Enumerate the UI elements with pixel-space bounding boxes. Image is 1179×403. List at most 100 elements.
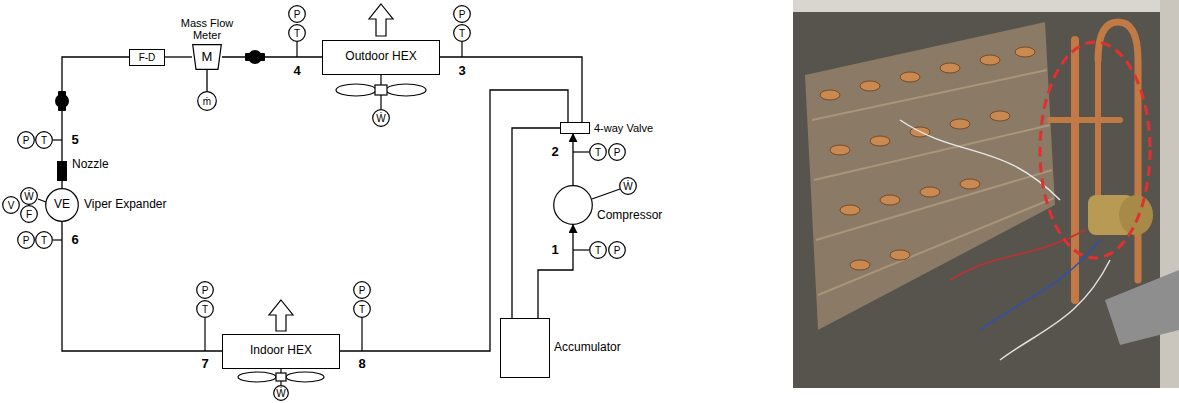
node-outline-shape xyxy=(289,25,306,42)
node-text: P xyxy=(23,235,30,246)
refrigerant-line xyxy=(62,222,222,351)
pvc-pipe xyxy=(1105,270,1179,345)
node-text: Ẇ xyxy=(24,191,33,202)
fan-shaft xyxy=(280,381,281,385)
node-outline-shape xyxy=(373,110,390,127)
node-text: T xyxy=(459,28,465,39)
copper-pipe xyxy=(1098,22,1138,280)
expander-symbol: VEViper Expander xyxy=(45,188,79,222)
tube-end xyxy=(900,72,920,82)
refrigerant-line xyxy=(222,56,322,57)
node-text: Ẇ xyxy=(376,113,385,124)
node-text: P xyxy=(23,135,30,146)
wire xyxy=(950,230,1085,280)
fan-hub xyxy=(375,85,387,95)
sensor-gauge: T xyxy=(35,231,53,249)
four-way-valve: 4-way Valve xyxy=(560,122,590,134)
node-text: T xyxy=(41,135,47,146)
coil-fins xyxy=(812,70,1054,295)
node-text: T xyxy=(595,245,601,256)
refrigerant-line xyxy=(538,225,573,318)
leader-line xyxy=(592,189,620,199)
sensor-gauge: ṁ xyxy=(197,91,217,111)
state-point-number: 3 xyxy=(458,64,465,78)
node-outline xyxy=(553,185,593,225)
tube-end xyxy=(980,55,1000,65)
tube-end xyxy=(820,90,840,100)
tube-end xyxy=(870,136,890,146)
airflow-arrow xyxy=(269,300,293,331)
node-text: Outdoor HEX xyxy=(345,50,416,63)
sensor-gauge: Ẇ xyxy=(372,109,390,127)
sight-glass xyxy=(55,94,69,108)
node-text: T xyxy=(202,304,208,315)
sensor-gauge: Ẇ xyxy=(20,187,38,205)
node-outline-shape xyxy=(274,386,289,401)
node-outline-shape xyxy=(36,132,53,149)
sight-glass xyxy=(248,50,262,64)
node-outline-shape xyxy=(620,178,637,195)
sensor-gauge: Ẇ xyxy=(619,177,637,195)
accumulator-tank: Accumulator xyxy=(500,318,550,378)
node-text: F-D xyxy=(139,52,156,63)
refrigerant-line xyxy=(340,90,568,351)
node-outline-shape xyxy=(354,282,371,299)
fan-hub xyxy=(276,373,286,381)
node-outline-shape xyxy=(18,132,35,149)
tube-end xyxy=(1015,47,1035,57)
refrigerant-line xyxy=(440,57,582,122)
fan-shaft xyxy=(280,368,281,373)
node-outline-shape xyxy=(590,144,607,161)
brass-valve xyxy=(1119,195,1153,235)
sensor-leaders xyxy=(38,42,620,385)
sensor-gauge: T xyxy=(589,143,607,161)
component-label: Nozzle xyxy=(72,158,109,171)
leader-line xyxy=(53,239,62,240)
fan-shaft xyxy=(380,95,381,109)
outdoor-fan xyxy=(336,84,426,96)
node-outline-shape xyxy=(21,188,38,205)
mass-flow-meter: Mass Flow MeterM xyxy=(192,44,222,70)
state-point-number: 4 xyxy=(293,64,300,78)
node-text: P xyxy=(202,285,209,296)
node-text: P xyxy=(614,245,621,256)
node-text: P xyxy=(294,9,301,20)
sensor-gauge: T xyxy=(589,241,607,259)
tube-end xyxy=(850,260,870,270)
node-outline-shape xyxy=(554,186,593,225)
node-heading: Viper Expander xyxy=(84,198,167,211)
node-text: Indoor HEX xyxy=(250,344,312,357)
node-text: ṁ xyxy=(203,96,211,107)
wire xyxy=(1000,260,1110,360)
node-text: V xyxy=(8,200,15,211)
leader-line xyxy=(296,42,297,57)
leader-line xyxy=(361,318,362,351)
sensor-gauge: P xyxy=(353,281,371,299)
refrigerant-line xyxy=(572,134,573,185)
tube-end xyxy=(860,81,880,91)
tube-end xyxy=(830,145,850,155)
node-text: VE xyxy=(54,198,70,211)
fan-blade xyxy=(238,372,276,382)
node-heading: Mass Flow Meter xyxy=(175,17,239,42)
refrigerant-line xyxy=(165,56,192,57)
cabinet-frame xyxy=(793,0,1179,12)
node-outline-shape xyxy=(454,25,471,42)
leader-line xyxy=(573,151,589,152)
node-text: P xyxy=(614,147,621,158)
node-outline-shape xyxy=(46,189,79,222)
sensor-gauge: P xyxy=(17,131,35,149)
refrigerant-line xyxy=(62,57,129,188)
sensor-gauge: F xyxy=(20,205,38,223)
sensor-gauge: P xyxy=(608,241,626,259)
sensor-gauge: T xyxy=(35,131,53,149)
sensor-gauge: T xyxy=(453,24,471,42)
refrigerant-line xyxy=(512,128,560,318)
sensor-gauge: P xyxy=(608,143,626,161)
leader-line xyxy=(53,139,62,140)
state-point-number: 7 xyxy=(201,357,208,371)
node-text: M xyxy=(202,50,213,64)
node-text: Ẇ xyxy=(276,388,285,399)
node-outline-shape xyxy=(609,242,626,259)
tube-end xyxy=(940,63,960,73)
